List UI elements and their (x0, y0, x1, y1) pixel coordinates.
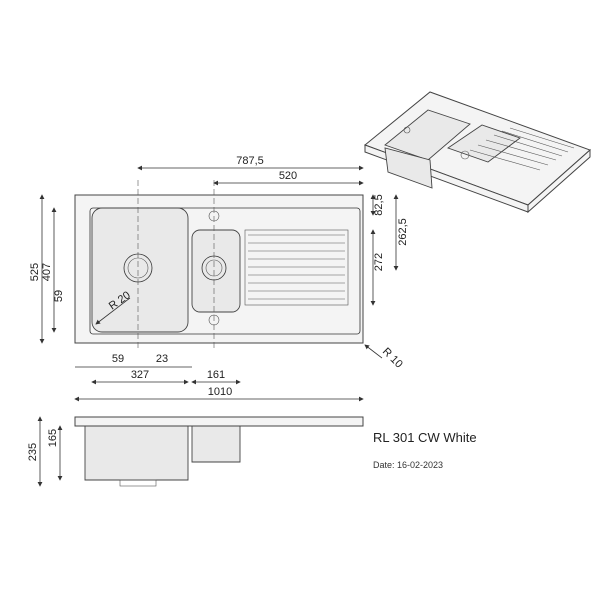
dim-262-5: 262,5 (397, 218, 409, 246)
dim-165: 165 (47, 429, 59, 447)
dim-235: 235 (27, 443, 39, 461)
dim-r10: R 10 (380, 346, 405, 371)
dim-82-5: 82,5 (373, 194, 385, 215)
dim-59-horizontal: 59 (112, 353, 124, 365)
side-view: 235 165 (27, 416, 364, 487)
plan-view (74, 180, 364, 350)
drainer-ribs (244, 229, 349, 306)
small-bowl (191, 229, 241, 313)
isometric-view (364, 91, 591, 214)
dim-787-5: 787,5 (236, 155, 264, 167)
dim-161: 161 (207, 369, 225, 381)
dim-525: 525 (29, 263, 41, 281)
main-bowl (91, 207, 189, 333)
dim-327: 327 (131, 369, 149, 381)
product-title: RL 301 CW White (373, 430, 477, 445)
dim-1010: 1010 (208, 386, 232, 398)
dim-59-vertical: 59 (53, 290, 65, 302)
dim-520: 520 (279, 170, 297, 182)
dim-272: 272 (373, 253, 385, 271)
dim-23: 23 (156, 353, 168, 365)
dim-407: 407 (41, 263, 53, 281)
drawing-date: Date: 16-02-2023 (373, 460, 443, 470)
